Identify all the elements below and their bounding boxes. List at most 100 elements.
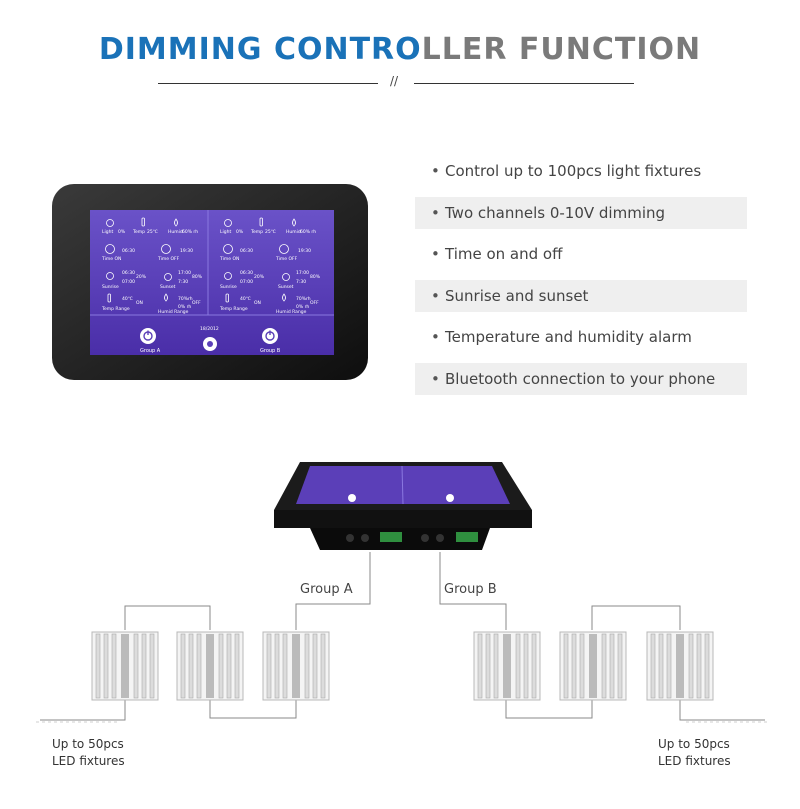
- screen-temp-icon: [141, 217, 145, 227]
- screen-right-sunset-pct: 80%: [310, 274, 321, 280]
- screen-left-temp-range: Temp Range: [101, 306, 130, 312]
- right-caption-line2: LED fixtures: [658, 754, 731, 768]
- screen-left-humid-max: 70%rh: [178, 296, 193, 302]
- screen-left-temp-on: ON: [136, 300, 143, 306]
- screen-left-light: Light: [102, 229, 113, 235]
- title-divider-mark: //: [390, 74, 399, 88]
- screen-gear-icon[interactable]: [203, 337, 217, 351]
- screen-clock-icon-3: [223, 244, 233, 254]
- screen-right-time-on: Time ON: [219, 256, 239, 262]
- screen-left-humid-range: Humid Range: [158, 309, 189, 315]
- right-fixture-caption: Up to 50pcs LED fixtures: [658, 736, 731, 770]
- led-fixture-icon: [91, 631, 159, 701]
- feature-item: Control up to 100pcs light fixtures: [415, 155, 747, 187]
- screen-left-humid-min: 0% rh: [178, 304, 191, 310]
- screen-power-button-b[interactable]: [262, 328, 278, 344]
- feature-item: Time on and off: [415, 238, 747, 270]
- screen-group-b-label: Group B: [260, 348, 281, 354]
- group-a-label: Group A: [300, 582, 353, 597]
- led-fixture-icon: [176, 631, 244, 701]
- screen-humid-icon: [174, 218, 178, 227]
- screen-clock-icon: [105, 244, 115, 254]
- screen-left-sunset-time: 17:00: [178, 270, 191, 276]
- screen-temp-icon-2: [259, 217, 263, 227]
- screen-left-sunrise-time: 06:30: [122, 270, 135, 276]
- feature-item: Two channels 0-10V dimming: [415, 196, 747, 229]
- group-b-label: Group B: [444, 582, 497, 597]
- screen-left-light-val: 0%: [118, 229, 126, 235]
- screen-group-a-label: Group A: [140, 348, 161, 354]
- screen-right-light: Light: [220, 229, 231, 235]
- screen-clock-icon-4: [279, 244, 289, 254]
- screen-right-sunset-time: 17:00: [296, 270, 309, 276]
- screen-right-sunset: Sunset: [278, 284, 294, 290]
- right-caption-line1: Up to 50pcs: [658, 737, 730, 751]
- screen-humid-range-icon-2: [282, 293, 286, 302]
- screen-sunset-icon: [164, 273, 172, 281]
- screen-right-on-time: 06:30: [240, 248, 253, 254]
- left-fixture-caption: Up to 50pcs LED fixtures: [52, 736, 125, 770]
- feature-list: Control up to 100pcs light fixtures Two …: [415, 155, 747, 405]
- screen-left-temp-max: 40℃: [122, 296, 133, 302]
- screen-right-temp-max: 40℃: [240, 296, 251, 302]
- screen-left-temp: Temp: [132, 229, 145, 235]
- screen-humid-icon-2: [292, 218, 296, 227]
- screen-left-sunrise-end: 07:00: [122, 279, 135, 285]
- feature-item: Temperature and humidity alarm: [415, 321, 747, 353]
- screen-right-temp-val: 25℃: [265, 229, 276, 235]
- screen-right-sunrise-pct: 20%: [254, 274, 265, 280]
- title-highlight: DIMMING CONTRO: [98, 32, 422, 67]
- screen-clock-icon-2: [161, 244, 171, 254]
- controller-side-view: [274, 462, 532, 550]
- title-rest: LLER FUNCTION: [421, 32, 702, 67]
- screen-right-humid-val: 60% rh: [300, 229, 316, 235]
- screen-right-humid-range: Humid Range: [276, 309, 307, 315]
- left-caption-line2: LED fixtures: [52, 754, 125, 768]
- screen-right-sunrise: Sunrise: [220, 284, 237, 290]
- screen-left-time-on: Time ON: [101, 256, 121, 262]
- screen-right-sunset-end: 7:30: [296, 279, 306, 285]
- screen-left-on-time: 06:30: [122, 248, 135, 254]
- screen-right-humid-min: 0% rh: [296, 304, 309, 310]
- screen-sunrise-icon-2: [224, 272, 232, 280]
- led-fixture-icon: [646, 631, 714, 701]
- screen-sunset-icon-2: [282, 273, 290, 281]
- title-rule-left: [158, 83, 378, 84]
- screen-power-button-a[interactable]: [140, 328, 156, 344]
- title-rule-right: [414, 83, 634, 84]
- wiring-diagram: [36, 552, 770, 723]
- controller-front-view: Light 0% Temp 25℃ Humid 60% rh 06:30 Tim…: [52, 184, 368, 380]
- screen-right-temp: Temp: [250, 229, 263, 235]
- screen-left-sunrise: Sunrise: [102, 284, 119, 290]
- screen-left-off-time: 19:30: [180, 248, 193, 254]
- screen-left-humid-val: 60% rh: [182, 229, 198, 235]
- screen-right-temp-range: Temp Range: [219, 306, 248, 312]
- screen-left-sunset-pct: 80%: [192, 274, 203, 280]
- led-fixture-icon: [559, 631, 627, 701]
- led-fixture-icon: [473, 631, 541, 701]
- screen-light-icon-2: [224, 219, 232, 227]
- left-caption-line1: Up to 50pcs: [52, 737, 124, 751]
- screen-left-sunset-end: 7:30: [178, 279, 188, 285]
- screen-left-humid-off: OFF: [192, 300, 201, 306]
- screen-light-icon: [106, 219, 114, 227]
- screen-right-off-time: 19:30: [298, 248, 311, 254]
- page-title: DIMMING CONTROLLER FUNCTION: [0, 32, 800, 67]
- screen-right-time-off: Time OFF: [275, 256, 298, 262]
- screen-right-sunrise-end: 07:00: [240, 279, 253, 285]
- screen-temp-range-icon-2: [225, 293, 229, 303]
- screen-left-sunset: Sunset: [160, 284, 176, 290]
- screen-right-temp-on: ON: [254, 300, 261, 306]
- screen-left-time-off: Time OFF: [157, 256, 180, 262]
- screen-sunrise-icon: [106, 272, 114, 280]
- screen-left-sunrise-pct: 20%: [136, 274, 147, 280]
- screen-left-temp-val: 25℃: [147, 229, 158, 235]
- screen-right-light-val: 0%: [236, 229, 244, 235]
- feature-item: Bluetooth connection to your phone: [415, 362, 747, 395]
- screen-right-humid: Humid: [286, 229, 301, 235]
- screen-humid-range-icon: [164, 293, 168, 302]
- feature-item: Sunrise and sunset: [415, 279, 747, 312]
- led-fixture-icon: [262, 631, 330, 701]
- screen-left-humid: Humid: [168, 229, 183, 235]
- screen-temp-range-icon: [107, 293, 111, 303]
